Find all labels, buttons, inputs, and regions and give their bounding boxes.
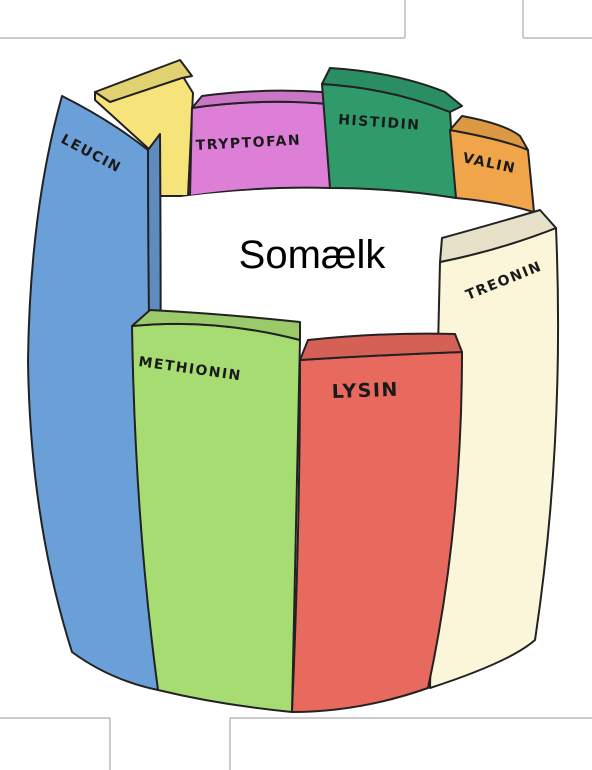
stave-methionin: METHIONIN: [132, 310, 300, 712]
stave-lysin-label: LYSIN: [331, 379, 399, 403]
center-label: Somælk: [239, 233, 387, 277]
stave-valin: VALIN: [450, 116, 534, 212]
stave-histidin: HISTIDIN: [322, 68, 462, 198]
stave-tryptofan: TRYPTOFAN: [190, 91, 330, 196]
stave-methionin-front: [132, 324, 300, 712]
